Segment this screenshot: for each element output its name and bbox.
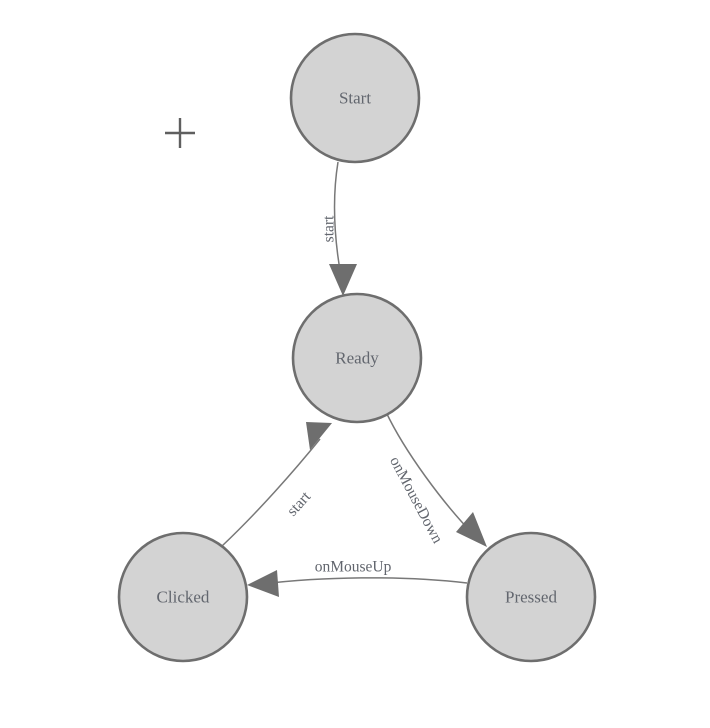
node-ready[interactable]: Ready: [291, 292, 423, 424]
edge-pressed-to-clicked[interactable]: onMouseUp: [247, 559, 468, 598]
node-pressed[interactable]: Pressed: [465, 531, 597, 663]
edge-ready-to-pressed-path[interactable]: [385, 411, 474, 535]
edge-pressed-to-clicked-arrowhead: [247, 570, 279, 597]
node-pressed-circle[interactable]: [465, 531, 597, 663]
edge-clicked-to-ready-arrowhead: [306, 422, 332, 450]
edge-clicked-to-ready[interactable]: start: [221, 422, 332, 547]
edge-clicked-to-ready-path[interactable]: [221, 438, 321, 547]
node-start-circle[interactable]: [289, 32, 421, 164]
edge-label-pressed-to-clicked: onMouseUp: [315, 559, 392, 576]
node-clicked-circle[interactable]: [117, 531, 249, 663]
node-clicked[interactable]: Clicked: [117, 531, 249, 663]
edge-ready-to-pressed[interactable]: onMouseDown: [385, 411, 487, 547]
edge-label-ready-to-pressed: onMouseDown: [386, 454, 446, 547]
node-ready-circle[interactable]: [291, 292, 423, 424]
edge-label-clicked-to-ready: start: [284, 488, 315, 520]
edge-start-to-ready[interactable]: start: [321, 161, 358, 296]
edge-start-to-ready-arrowhead: [329, 264, 357, 296]
edge-pressed-to-clicked-path[interactable]: [261, 577, 468, 585]
edge-ready-to-pressed-arrowhead: [456, 512, 487, 547]
node-start[interactable]: Start: [289, 32, 421, 164]
crosshair-icon[interactable]: [165, 118, 195, 148]
